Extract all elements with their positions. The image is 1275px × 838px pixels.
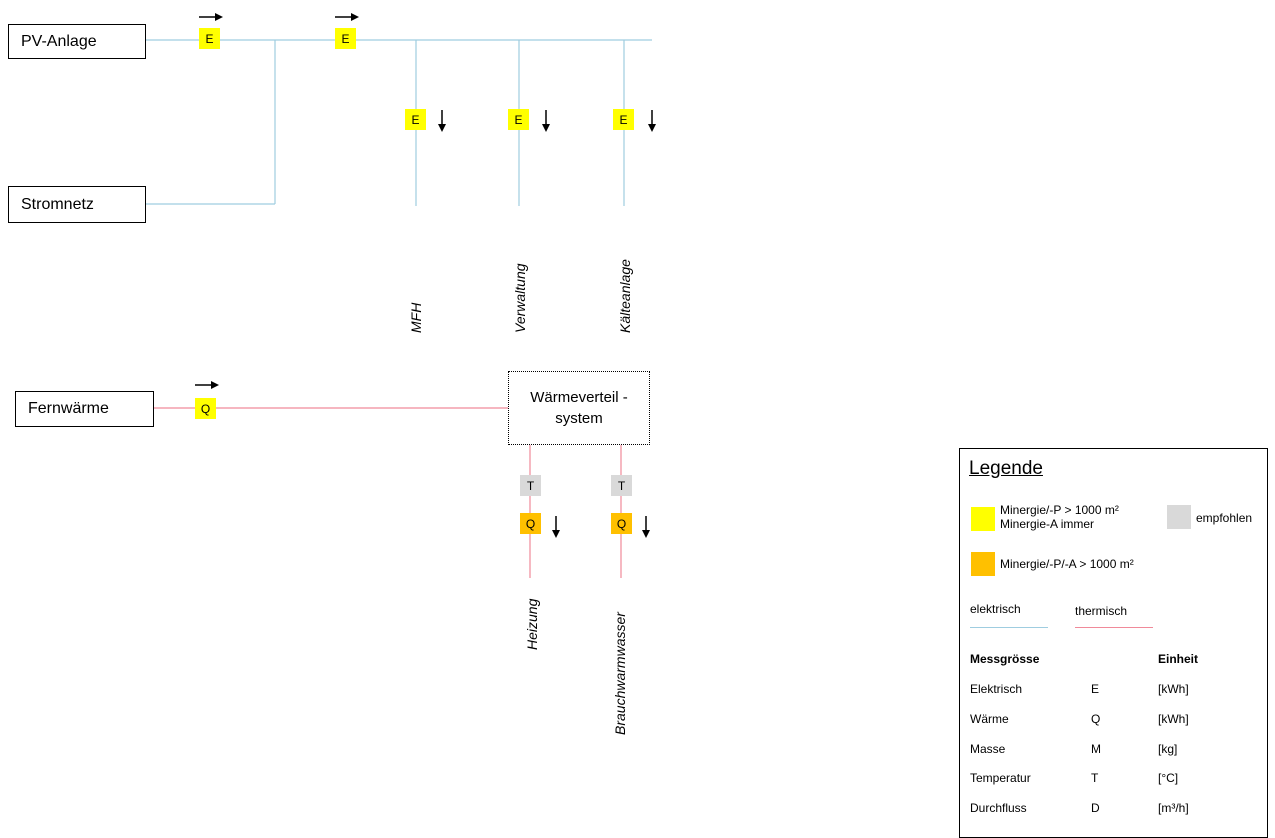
consumer-label-kaelteanlage: Kälteanlage xyxy=(617,259,633,333)
meter-symbol: Q xyxy=(525,516,536,531)
consumer-label-verwaltung: Verwaltung xyxy=(512,263,528,333)
legend-row-unit: [m³/h] xyxy=(1158,801,1189,815)
meter-mfh-electric[interactable]: E xyxy=(405,109,426,130)
legend-thermal-line xyxy=(1075,627,1153,628)
legend-orange-label: Minergie/-P/-A > 1000 m² xyxy=(1000,557,1134,571)
legend-electric-line xyxy=(970,627,1048,628)
legend-swatch-gray xyxy=(1167,505,1191,529)
meter-symbol: E xyxy=(514,112,523,127)
meter-verwaltung-electric[interactable]: E xyxy=(508,109,529,130)
legend-row-symbol: Q xyxy=(1091,712,1101,726)
legend-row-name: Elektrisch xyxy=(970,682,1023,696)
consumer-label-mfh: MFH xyxy=(408,302,424,333)
legend-panel: Legende Minergie/-P > 1000 m² Minergie-A… xyxy=(959,448,1268,838)
legend-row-unit: [°C] xyxy=(1158,771,1179,785)
legend-row-symbol: M xyxy=(1091,742,1101,756)
meter-symbol: E xyxy=(411,112,420,127)
meter-symbol: E xyxy=(341,31,350,46)
legend-title: Legende xyxy=(969,458,1043,479)
heat-distribution-box[interactable]: Wärmeverteil - system xyxy=(508,371,650,445)
legend-header-quantity: Messgrösse xyxy=(970,652,1040,666)
legend-thermal-label: thermisch xyxy=(1075,604,1128,618)
legend-row-name: Durchfluss xyxy=(970,801,1027,815)
meter-symbol: T xyxy=(526,478,535,493)
arrow-down-icon xyxy=(642,516,650,538)
distribution-label-2: system xyxy=(555,410,603,427)
arrow-down-icon xyxy=(438,110,446,132)
meter-bus-electric[interactable]: E xyxy=(335,28,356,49)
meter-symbol: E xyxy=(205,31,214,46)
legend-gray-label: empfohlen xyxy=(1196,511,1253,525)
meter-pv-electric[interactable]: E xyxy=(199,28,220,49)
legend-yellow-line1: Minergie/-P > 1000 m² xyxy=(1000,503,1119,517)
legend-row-symbol: D xyxy=(1091,801,1100,815)
consumer-label-brauchwarmwasser: Brauchwarmwasser xyxy=(612,612,628,735)
meter-district-heat[interactable]: Q xyxy=(195,398,216,419)
distribution-label-1: Wärmeverteil - xyxy=(530,389,628,406)
meter-heizung-heat[interactable]: Q xyxy=(520,513,541,534)
arrow-down-icon xyxy=(648,110,656,132)
legend-row-symbol: T xyxy=(1091,771,1099,785)
arrow-right-icon xyxy=(199,13,223,21)
legend-row-unit: [kWh] xyxy=(1158,712,1189,726)
grid-source-box[interactable]: Stromnetz xyxy=(8,186,146,223)
legend-swatch-orange xyxy=(971,552,995,576)
legend-row-symbol: E xyxy=(1091,682,1100,696)
district-heat-source-box[interactable]: Fernwärme xyxy=(15,391,154,427)
consumer-label-heizung: Heizung xyxy=(524,598,540,650)
meter-bww-temperature[interactable]: T xyxy=(611,475,632,496)
meter-symbol: Q xyxy=(200,401,211,416)
meter-heizung-temperature[interactable]: T xyxy=(520,475,541,496)
legend-header-unit: Einheit xyxy=(1158,652,1199,666)
arrow-down-icon xyxy=(552,516,560,538)
legend-swatch-yellow xyxy=(971,507,995,531)
legend-row-name: Temperatur xyxy=(970,771,1031,785)
pv-source-label: PV-Anlage xyxy=(21,32,97,50)
arrow-right-icon xyxy=(195,381,219,389)
legend-row-unit: [kg] xyxy=(1158,742,1178,756)
pv-source-box[interactable]: PV-Anlage xyxy=(8,24,146,59)
legend-yellow-line2: Minergie-A immer xyxy=(1000,517,1095,531)
meter-symbol: Q xyxy=(616,516,627,531)
grid-source-label: Stromnetz xyxy=(21,195,94,213)
meter-bww-heat[interactable]: Q xyxy=(611,513,632,534)
arrow-down-icon xyxy=(542,110,550,132)
legend-row-name: Wärme xyxy=(970,712,1009,726)
meter-kaelte-electric[interactable]: E xyxy=(613,109,634,130)
legend-row-name: Masse xyxy=(970,742,1006,756)
legend-row-unit: [kWh] xyxy=(1158,682,1189,696)
meter-symbol: E xyxy=(619,112,628,127)
meter-symbol: T xyxy=(617,478,626,493)
district-heat-source-label: Fernwärme xyxy=(28,400,109,417)
arrow-right-icon xyxy=(335,13,359,21)
legend-electric-label: elektrisch xyxy=(970,602,1021,616)
